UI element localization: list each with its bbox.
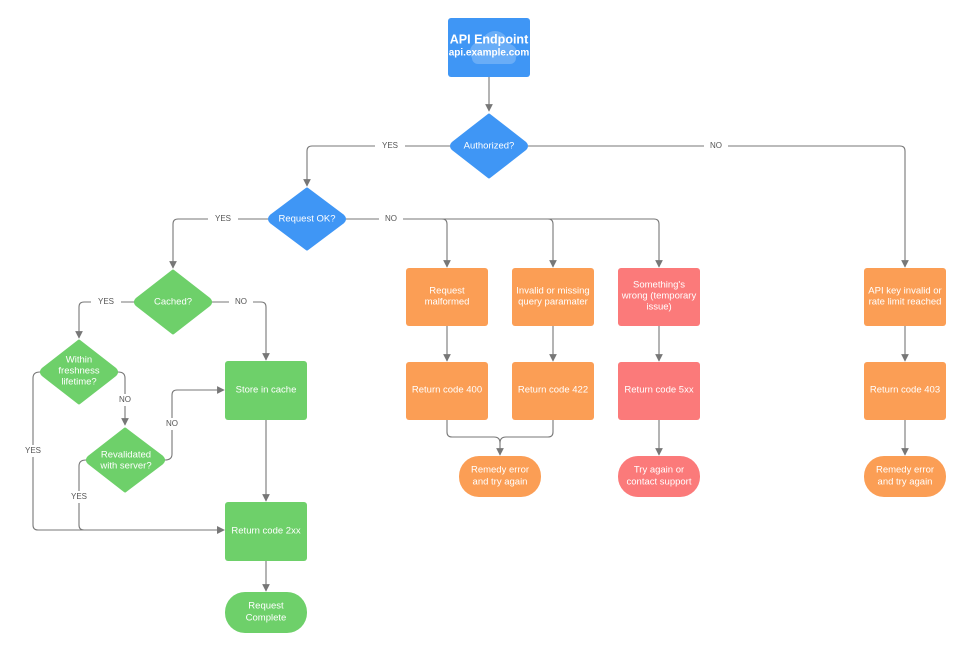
something-wrong-line-1: Something's <box>633 280 685 291</box>
request-malformed-line-1: Request <box>429 286 465 297</box>
node-revalidated[interactable]: Revalidated with server? <box>86 427 165 493</box>
try-again-line-2: contact support <box>627 477 692 488</box>
remedy-left-line-1: Remedy error <box>471 465 529 476</box>
api-key-invalid-line-2: rate limit reached <box>869 297 942 308</box>
request-malformed-line-2: malformed <box>425 297 470 308</box>
within-freshness-line-1: Within <box>66 355 92 366</box>
return-5xx-label: Return code 5xx <box>624 385 693 396</box>
node-request-ok[interactable]: Request OK? <box>268 187 346 251</box>
edge-cached-no <box>212 301 270 361</box>
api-key-invalid-line-1: API key invalid or <box>868 286 941 297</box>
edge-label-requestok-yes: YES <box>215 214 231 223</box>
api-endpoint-subtitle: api.example.com <box>449 48 530 59</box>
edge-cached-yes <box>75 301 134 339</box>
node-something-wrong[interactable]: Something's wrong (temporary issue) <box>618 268 700 326</box>
edge-label-revalidated-yes: YES <box>71 492 87 501</box>
node-return-422[interactable]: Return code 422 <box>512 362 594 420</box>
edge-requestok-to-malformed <box>441 218 451 268</box>
edge-label-requestok-no: NO <box>385 214 397 223</box>
api-endpoint-title: API Endpoint <box>450 32 529 46</box>
edge-fresh-no <box>117 371 129 426</box>
edge-label-cached-yes: YES <box>98 297 114 306</box>
return-400-label: Return code 400 <box>412 385 482 396</box>
store-in-cache-label: Store in cache <box>236 385 297 396</box>
node-invalid-param[interactable]: Invalid or missing query paramater <box>512 268 594 326</box>
node-api-key-invalid[interactable]: API key invalid or rate limit reached <box>864 268 946 326</box>
edge-fresh-yes <box>32 371 225 534</box>
cached-label: Cached? <box>154 297 192 308</box>
node-remedy-right[interactable]: Remedy error and try again <box>864 456 946 497</box>
edges <box>32 77 909 592</box>
cloud-icon <box>470 31 517 64</box>
edge-label-revalidated-no: NO <box>166 419 178 428</box>
node-return-5xx[interactable]: Return code 5xx <box>618 362 700 420</box>
edge-requestok-yes <box>169 218 268 269</box>
within-freshness-line-2: freshness <box>58 366 99 377</box>
edge-requestok-to-invalid-param <box>547 218 557 268</box>
edge-revalidated-yes <box>78 459 225 534</box>
node-within-freshness[interactable]: Within freshness lifetime? <box>40 339 118 405</box>
node-authorized[interactable]: Authorized? <box>450 113 528 179</box>
revalidated-line-2: with server? <box>99 461 151 472</box>
node-remedy-left[interactable]: Remedy error and try again <box>459 456 541 497</box>
edge-authorized-yes <box>303 145 450 187</box>
try-again-line-1: Try again or <box>634 465 684 476</box>
request-complete-line-2: Complete <box>246 613 287 624</box>
return-403-label: Return code 403 <box>870 385 940 396</box>
return-2xx-label: Return code 2xx <box>231 526 300 537</box>
something-wrong-line-2: wrong (temporary <box>621 291 697 302</box>
return-422-label: Return code 422 <box>518 385 588 396</box>
remedy-right-line-2: and try again <box>878 477 933 488</box>
edge-requestok-no-trunk <box>346 218 663 268</box>
edge-422-to-remedy <box>499 420 554 444</box>
something-wrong-line-3: issue) <box>646 302 671 313</box>
node-request-complete[interactable]: Request Complete <box>225 592 307 633</box>
invalid-param-line-1: Invalid or missing <box>516 286 589 297</box>
node-return-400[interactable]: Return code 400 <box>406 362 488 420</box>
revalidated-line-1: Revalidated <box>101 450 151 461</box>
edge-revalidated-no <box>164 386 225 461</box>
edge-label-fresh-yes: YES <box>25 446 41 455</box>
request-ok-label: Request OK? <box>278 214 335 225</box>
within-freshness-line-3: lifetime? <box>61 377 96 388</box>
node-try-again[interactable]: Try again or contact support <box>618 456 700 497</box>
edge-label-fresh-no: NO <box>119 395 131 404</box>
node-request-malformed[interactable]: Request malformed <box>406 268 488 326</box>
node-store-in-cache[interactable]: Store in cache <box>225 361 307 420</box>
authorized-label: Authorized? <box>464 141 515 152</box>
invalid-param-line-2: query paramater <box>518 297 588 308</box>
node-return-403[interactable]: Return code 403 <box>864 362 946 420</box>
remedy-right-line-1: Remedy error <box>876 465 934 476</box>
edge-label-cached-no: NO <box>235 297 247 306</box>
edge-labels: YES NO YES NO YES NO NO YES NO YES <box>18 140 728 503</box>
edge-label-authorized-no: NO <box>710 141 722 150</box>
remedy-left-line-2: and try again <box>473 477 528 488</box>
node-return-2xx[interactable]: Return code 2xx <box>225 502 307 561</box>
node-api-endpoint[interactable]: API Endpoint api.example.com <box>448 18 530 77</box>
request-complete-line-1: Request <box>248 601 284 612</box>
edge-400-to-remedy <box>446 420 504 456</box>
edge-authorized-no <box>528 145 909 268</box>
edge-label-authorized-yes: YES <box>382 141 398 150</box>
node-cached[interactable]: Cached? <box>134 269 212 335</box>
